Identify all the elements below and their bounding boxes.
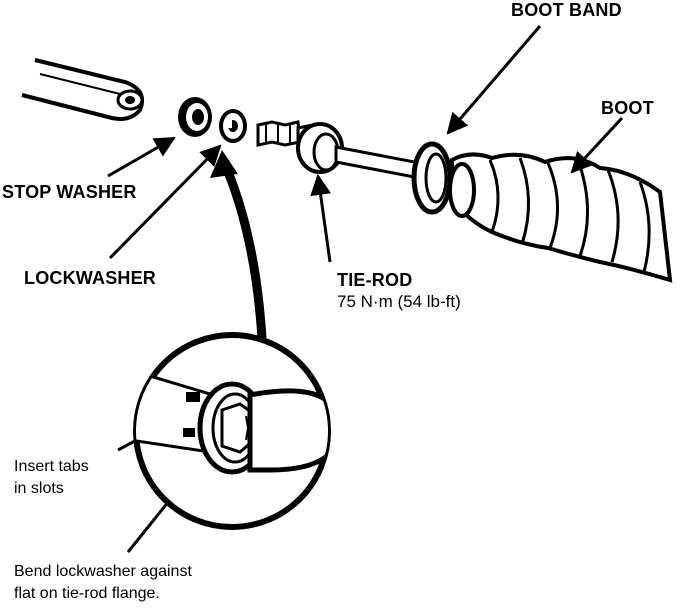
- boot-arrow: [570, 116, 624, 174]
- lockwasher-arrow: [108, 144, 222, 260]
- boot-label: BOOT: [601, 98, 654, 118]
- boot: [448, 152, 673, 283]
- stop-washer: [178, 97, 212, 137]
- insert-tabs-label-line1: Insert tabs: [14, 458, 89, 475]
- torque-spec-label: 75 N·m (54 lb-ft): [337, 292, 461, 311]
- rack-end: [21, 58, 145, 121]
- stop-washer-label: STOP WASHER: [2, 182, 137, 202]
- detail-callout-arrow: [210, 150, 267, 339]
- lockwasher-label: LOCKWASHER: [24, 268, 156, 288]
- tie-rod-arrow: [310, 173, 332, 263]
- tie-rod-label: TIE-ROD: [337, 270, 413, 290]
- insert-tabs-label-line2: in slots: [14, 480, 64, 497]
- tie-rod: [256, 120, 432, 182]
- boot-band-arrow: [446, 25, 542, 135]
- detail-magnifier: [133, 332, 331, 530]
- bend-lockwasher-label-line1: Bend lockwasher against: [14, 563, 192, 580]
- bend-lockwasher-label-line2: flat on tie-rod flange.: [14, 585, 160, 602]
- stop-washer-arrow: [107, 136, 176, 178]
- boot-band-label: BOOT BAND: [511, 0, 622, 20]
- lockwasher: [219, 109, 247, 143]
- boot-band: [411, 141, 453, 215]
